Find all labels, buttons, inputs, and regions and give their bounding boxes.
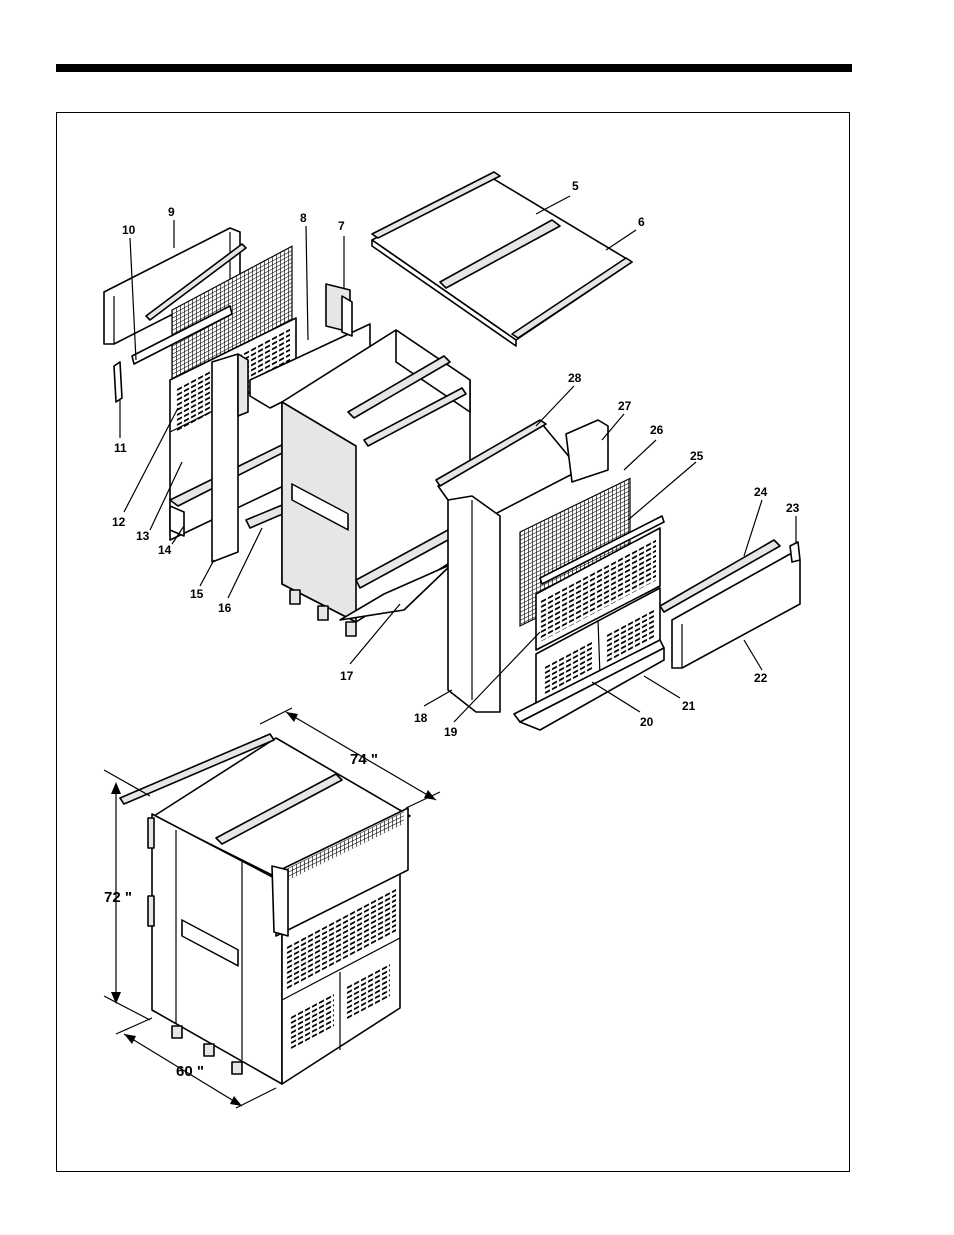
- top-cover-part: [371, 171, 633, 347]
- svg-text:21: 21: [682, 699, 696, 713]
- callout-18: 18: [414, 689, 453, 725]
- base-channel-part: [513, 639, 665, 731]
- callout-6: 6: [605, 215, 645, 251]
- left-bracket-part: [113, 361, 123, 403]
- svg-text:25: 25: [690, 449, 704, 463]
- width-dimension: 74 ": [259, 707, 441, 809]
- height-dimension: 72 ": [103, 769, 151, 1021]
- svg-text:28: 28: [568, 371, 582, 385]
- main-frame-label-window: [291, 483, 349, 531]
- svg-text:18: 18: [414, 711, 428, 725]
- svg-text:23: 23: [786, 501, 800, 515]
- right-end-panel-part: [671, 541, 801, 669]
- callout-17: 17: [340, 603, 401, 683]
- svg-text:24: 24: [754, 485, 768, 499]
- svg-text:12: 12: [112, 515, 126, 529]
- left-rail-part: [145, 243, 247, 321]
- svg-text:6: 6: [638, 215, 645, 229]
- depth-dimension-label: 60 ": [176, 1063, 204, 1080]
- svg-text:10: 10: [122, 223, 136, 237]
- right-post-part: [447, 495, 501, 713]
- svg-text:19: 19: [444, 725, 458, 739]
- figure-frame: [56, 112, 850, 1172]
- callout-25: 25: [627, 449, 704, 521]
- callout-7: 7: [338, 219, 345, 288]
- svg-text:17: 17: [340, 669, 354, 683]
- callout-22: 22: [743, 639, 768, 685]
- callout-11: 11: [114, 400, 127, 455]
- height-dimension-label: 72 ": [104, 889, 132, 906]
- svg-text:27: 27: [618, 399, 632, 413]
- svg-text:8: 8: [300, 211, 307, 225]
- callout-26: 26: [623, 423, 664, 471]
- callout-13: 13: [136, 461, 183, 543]
- callout-9: 9: [168, 205, 175, 248]
- assembled-cabinet: [119, 733, 411, 1085]
- left-strip-part: [131, 305, 233, 365]
- callout-20: 20: [591, 681, 654, 729]
- callout-28: 28: [535, 371, 582, 427]
- svg-text:20: 20: [640, 715, 654, 729]
- callout-10: 10: [122, 223, 137, 361]
- callout-15: 15: [190, 559, 215, 601]
- svg-text:13: 13: [136, 529, 150, 543]
- upper-louver-panel: [535, 527, 661, 651]
- right-rail-strip-part: [539, 515, 665, 585]
- svg-text:7: 7: [338, 219, 345, 233]
- callout-14: 14: [158, 525, 185, 557]
- svg-text:14: 14: [158, 543, 172, 557]
- callout-27: 27: [601, 399, 632, 441]
- svg-text:5: 5: [572, 179, 579, 193]
- side-post-part: [211, 353, 249, 563]
- svg-text:22: 22: [754, 671, 768, 685]
- main-frame-part: [281, 329, 471, 637]
- svg-text:15: 15: [190, 587, 204, 601]
- callout-8: 8: [300, 211, 309, 341]
- svg-text:16: 16: [218, 601, 232, 615]
- svg-text:11: 11: [114, 441, 127, 455]
- svg-text:9: 9: [168, 205, 175, 219]
- callout-19: 19: [444, 631, 541, 739]
- top-rule: [56, 64, 852, 72]
- callout-23: 23: [786, 501, 800, 544]
- right-end-rail-part: [659, 539, 781, 613]
- width-dimension-label: 74 ": [350, 751, 378, 768]
- callout-16: 16: [218, 527, 263, 615]
- svg-text:26: 26: [650, 423, 664, 437]
- lower-louver-doors: [535, 587, 661, 707]
- callout-21: 21: [643, 675, 696, 713]
- callout-5: 5: [535, 179, 579, 215]
- depth-dimension: 60 ": [115, 1017, 277, 1109]
- callout-24: 24: [743, 485, 768, 557]
- callout-12: 12: [112, 407, 179, 529]
